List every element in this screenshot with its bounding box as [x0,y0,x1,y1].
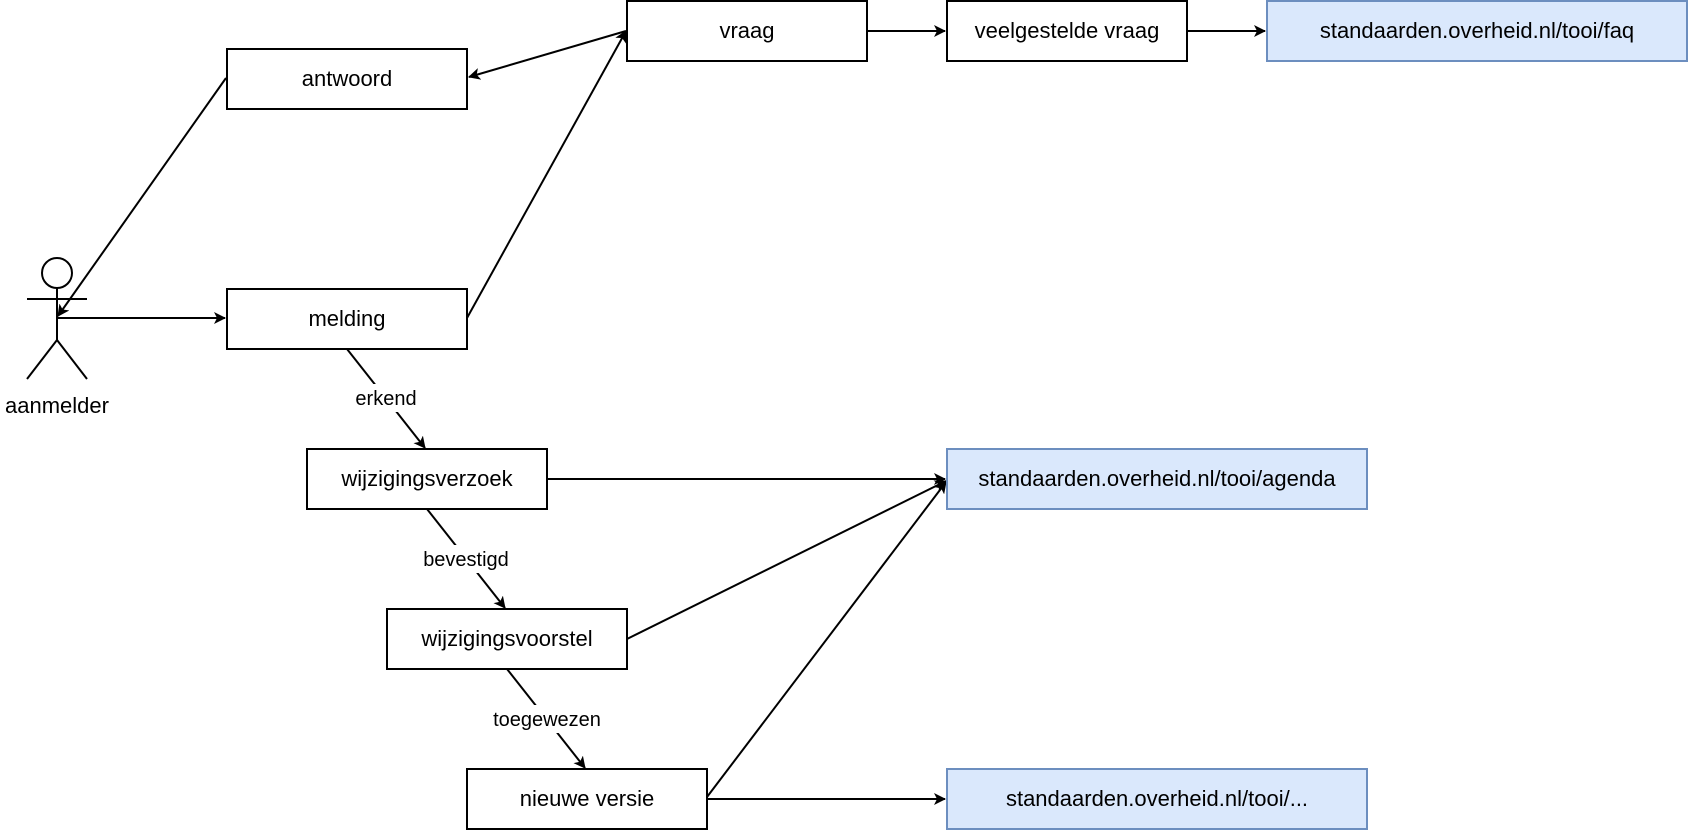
node-antwoord[interactable]: antwoord [226,48,468,110]
node-agenda-link[interactable]: standaarden.overheid.nl/tooi/agenda [946,448,1368,510]
node-melding-label: melding [308,306,385,331]
actor-leg-left [26,339,58,380]
actor-leg-right [56,339,88,380]
edge-label-toegewezen: toegewezen [493,709,601,731]
node-faq-link[interactable]: standaarden.overheid.nl/tooi/faq [1266,0,1688,62]
node-wijzigingsvoorstel-label: wijzigingsvoorstel [420,626,592,651]
node-faq-link-label: standaarden.overheid.nl/tooi/faq [1320,18,1634,43]
edge-label-erkend: erkend [355,388,416,410]
node-wijzigingsvoorstel[interactable]: wijzigingsvoorstel [386,608,628,670]
edge-versie-agenda [706,481,947,798]
node-antwoord-label: antwoord [302,66,393,91]
node-other-link-label: standaarden.overheid.nl/tooi/... [1006,786,1308,811]
node-nieuwe-versie-label: nieuwe versie [520,786,655,811]
node-nieuwe-versie[interactable]: nieuwe versie [466,768,708,830]
node-vraag[interactable]: vraag [626,0,868,62]
node-veelgestelde-vraag[interactable]: veelgestelde vraag [946,0,1188,62]
actor-label: aanmelder [5,393,109,418]
edge-voorstel-agenda [626,480,947,640]
node-melding[interactable]: melding [226,288,468,350]
edge-melding-vraag [466,30,627,319]
node-wijzigingsverzoek[interactable]: wijzigingsverzoek [306,448,548,510]
edge-vraag-antwoord [468,30,627,80]
node-wijzigingsverzoek-label: wijzigingsverzoek [340,466,513,491]
edges [56,25,1266,805]
edge-antwoord-actor [57,77,227,317]
edge-labels: erkend bevestigd toegewezen [350,384,609,733]
node-vraag-label: vraag [719,18,774,43]
node-other-link[interactable]: standaarden.overheid.nl/tooi/... [946,768,1368,830]
node-veelgestelde-vraag-label: veelgestelde vraag [975,18,1160,43]
actor-head [41,257,73,289]
node-agenda-link-label: standaarden.overheid.nl/tooi/agenda [978,466,1336,491]
actor-aanmelder [26,257,88,380]
edge-label-bevestigd: bevestigd [423,549,509,571]
